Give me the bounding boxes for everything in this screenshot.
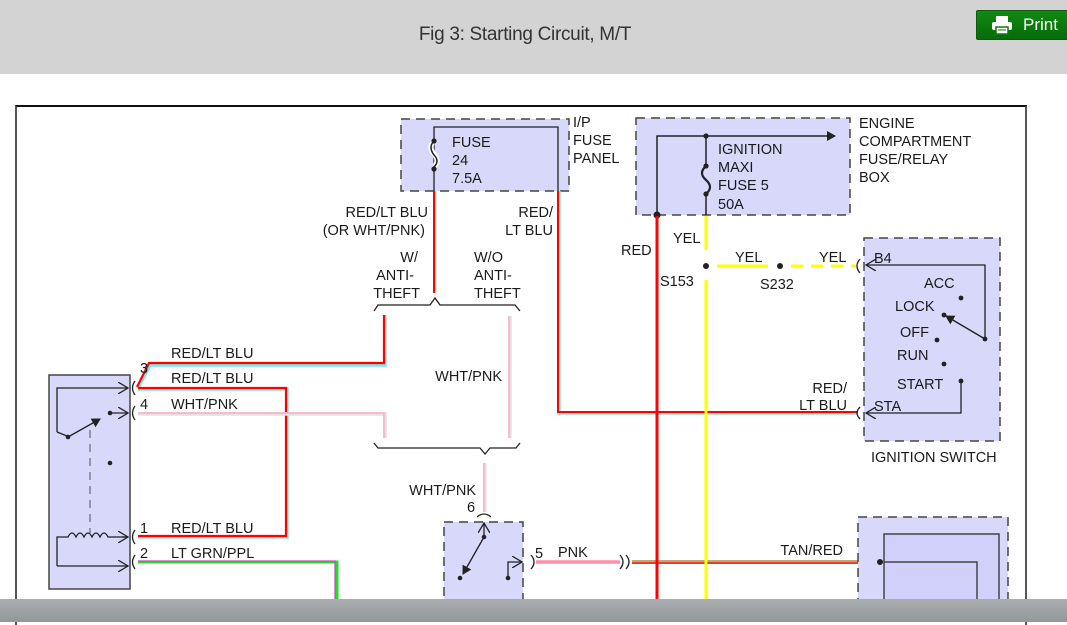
ip-panel-label-3: PANEL: [573, 151, 619, 167]
label-w-anti-theft-2: ANTI-: [376, 268, 414, 284]
wire-relay-pin3-top: [136, 315, 387, 389]
label-yel-vertical: YEL: [673, 231, 700, 247]
starter-motor: [857, 516, 1009, 610]
fuse-24-name: FUSE: [452, 135, 491, 151]
maxi-fuse-line-3: FUSE 5: [718, 178, 769, 194]
clutch-pedal-switch: 6 5: [443, 500, 543, 601]
ip-fuse-panel-box: [400, 118, 570, 192]
wire-pnk: [530, 554, 630, 570]
position-off: OFF: [900, 325, 929, 341]
position-start: START: [897, 377, 943, 393]
wire-relay-pin3-pin1-loop: [138, 386, 289, 539]
diagram-frame: [15, 105, 1027, 625]
printer-icon: [992, 16, 1012, 35]
relay-pin-4: 4: [140, 397, 148, 413]
ip-panel-label-2: FUSE: [573, 133, 612, 149]
label-yel-mid: YEL: [735, 250, 762, 266]
engine-fuse-relay-box: IGNITION MAXI FUSE 5 50A ENGINE COMPARTM…: [635, 116, 971, 219]
wire-to-clutch-pin6: [476, 463, 492, 518]
clutch-pin-5: 5: [535, 546, 543, 562]
starter-relay: 3 4 1 2: [48, 361, 148, 590]
ip-bus-line: [433, 126, 559, 191]
maxi-fuse-line-4: 50A: [718, 197, 744, 213]
anti-theft-bracket-top: [373, 296, 521, 312]
terminal-sta: STA: [874, 399, 901, 415]
maxi-fuse-line-1: IGNITION: [718, 142, 782, 158]
label-fuse24-out-1: RED/LT BLU: [346, 205, 428, 221]
relay-body: [48, 374, 131, 590]
print-label: Print: [1023, 15, 1058, 34]
wire-tan-red: [632, 560, 880, 564]
label-ip-right-2: LT BLU: [505, 223, 553, 239]
ip-panel-label-1: I/P: [573, 115, 591, 131]
position-acc: ACC: [924, 276, 955, 292]
label-red: RED: [621, 243, 652, 259]
figure-title: Fig 3: Starting Circuit, M/T: [418, 24, 632, 45]
engine-box-label-3: FUSE/RELAY: [859, 152, 949, 168]
label-fuse24-out-2: (OR WHT/PNK): [323, 223, 425, 239]
wire-yel-to-b4: [717, 258, 861, 274]
ip-fuse-panel: FUSE 24 7.5A I/P FUSE PANEL: [400, 115, 619, 192]
splice-s153: [703, 263, 709, 269]
label-pnk: PNK: [558, 545, 588, 561]
label-relay-pin2: LT GRN/PPL: [171, 546, 254, 562]
position-run: RUN: [897, 348, 928, 364]
ignition-switch: B4 ACC LOCK OFF RUN START STA IGNITION S…: [863, 237, 1001, 466]
anti-theft-bracket-bottom: [373, 442, 521, 456]
maxi-fuse-line-2: MAXI: [718, 160, 753, 176]
wire-wo-anti-theft: [508, 316, 512, 438]
label-relay-pin4: WHT/PNK: [171, 397, 238, 413]
label-s153: S153: [660, 274, 694, 290]
label-sta-1: RED/: [812, 381, 848, 397]
label-tan-red: TAN/RED: [780, 543, 843, 559]
relay-pin-3: 3: [140, 361, 148, 377]
label-wht-pnk-lower: WHT/PNK: [409, 483, 476, 499]
page-header: Fig 3: Starting Circuit, M/T Print: [0, 0, 1067, 74]
clutch-pin-6: 6: [467, 500, 475, 516]
engine-box-label-2: COMPARTMENT: [859, 134, 971, 150]
wire-relay-pin4: [138, 412, 387, 438]
label-relay-pin1: RED/LT BLU: [171, 521, 253, 537]
position-lock: LOCK: [895, 299, 935, 315]
fuse-24-rating: 7.5A: [452, 171, 482, 187]
wire-fuse24-out: [433, 191, 437, 293]
bottom-scroll-bar[interactable]: [0, 599, 1067, 622]
engine-bus-line: [656, 131, 836, 215]
terminal-b4: B4: [874, 251, 892, 267]
ignition-switch-box: [863, 237, 1001, 442]
label-yel-right: YEL: [819, 250, 846, 266]
label-relay-pin3-bottom: RED/LT BLU: [171, 371, 253, 387]
engine-box-label-1: ENGINE: [859, 116, 915, 132]
relay-coil: [56, 532, 128, 566]
wire-labels: RED/LT BLU (OR WHT/PNK) RED/ LT BLU W/ A…: [171, 205, 848, 562]
label-wht-pnk-right: WHT/PNK: [435, 369, 502, 385]
fuse-24-number: 24: [452, 153, 468, 169]
label-sta-2: LT BLU: [799, 398, 847, 414]
relay-pin-1: 1: [140, 521, 148, 537]
label-relay-pin3-top: RED/LT BLU: [171, 346, 253, 362]
splice-s232: [777, 263, 783, 269]
label-wo-anti-theft-2: ANTI-: [474, 268, 512, 284]
switch-contact-arm: [945, 315, 986, 340]
engine-box-label-4: BOX: [859, 170, 890, 186]
label-w-anti-theft-3: THEFT: [373, 286, 420, 302]
label-ip-right-1: RED/: [518, 205, 554, 221]
relay-pin-2: 2: [140, 546, 148, 562]
label-w-anti-theft-1: W/: [400, 250, 419, 266]
wire-ip-to-sta: [557, 191, 858, 415]
ignition-switch-label: IGNITION SWITCH: [871, 450, 997, 466]
label-wo-anti-theft-3: THEFT: [474, 286, 521, 302]
label-s232: S232: [760, 277, 794, 293]
wire-relay-pin2: [138, 560, 339, 600]
print-button[interactable]: Print: [976, 10, 1067, 40]
engine-box-outline: [635, 117, 851, 216]
maxi-fuse-5-symbol: [700, 165, 712, 195]
label-wo-anti-theft-1: W/O: [474, 250, 503, 266]
